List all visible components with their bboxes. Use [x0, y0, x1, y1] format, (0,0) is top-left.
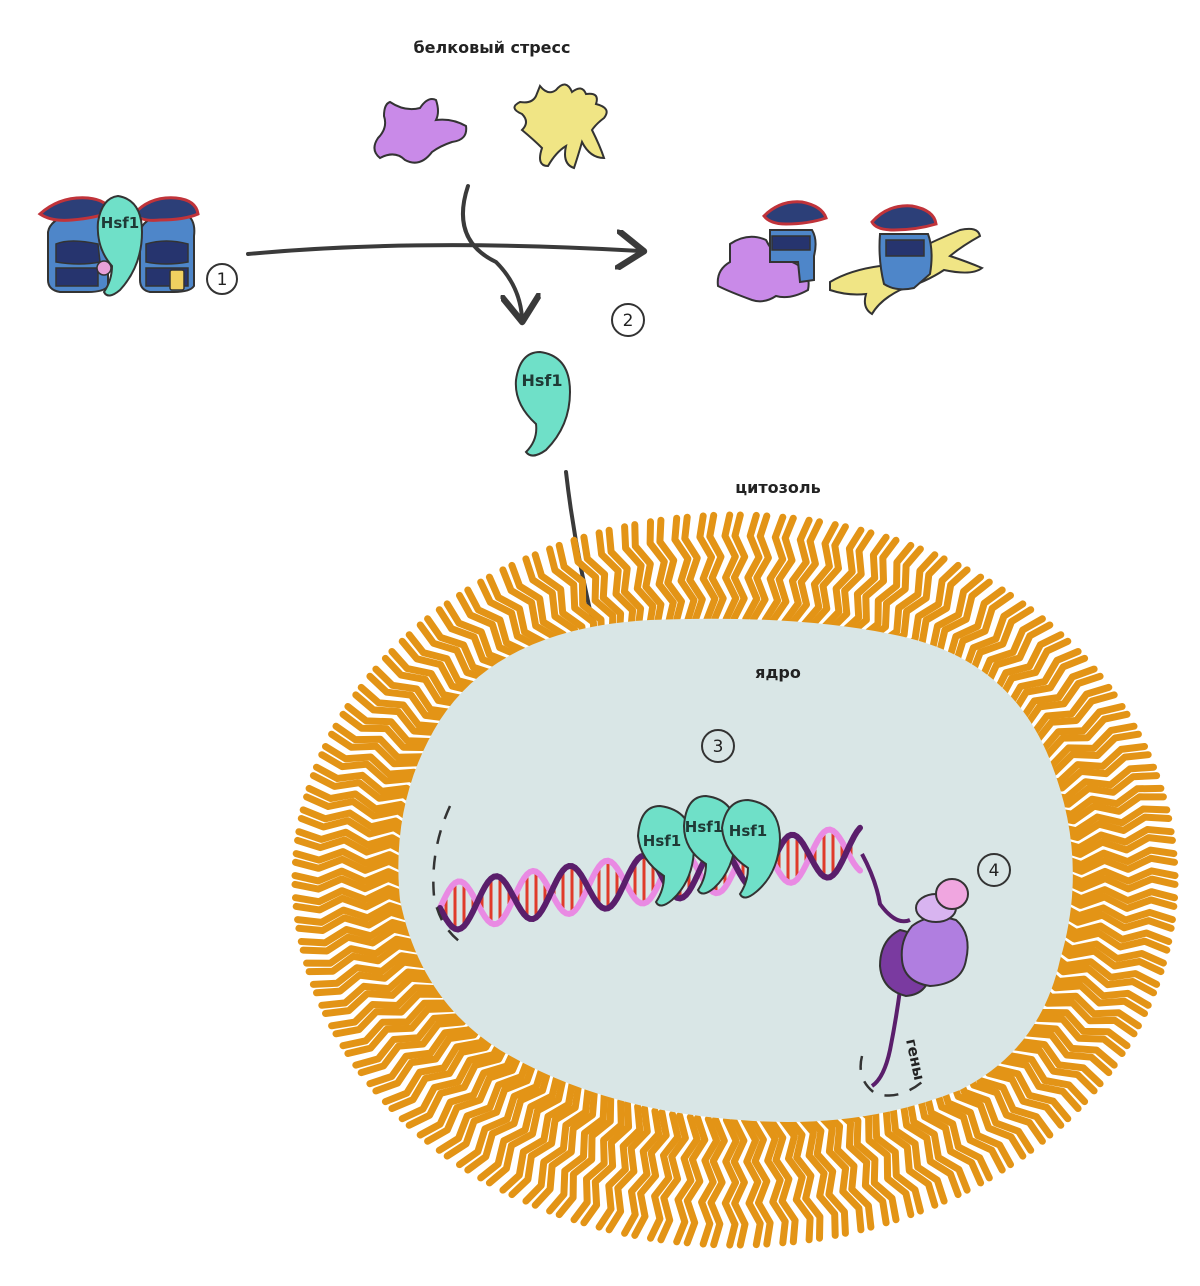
- lipid-tail: [456, 1060, 547, 1169]
- gene-dashed-end: [859, 1055, 923, 1097]
- lipid-tail: [621, 1107, 663, 1237]
- stress-label: белковый стресс: [414, 38, 571, 57]
- cytosol-label: цитозоль: [735, 478, 820, 497]
- dna-dashed-end-left: [432, 805, 467, 948]
- hsf1-free: Hsf1: [514, 350, 572, 457]
- lipid-tail: [605, 1104, 651, 1234]
- nucleus-label: ядро: [755, 663, 801, 682]
- lipid-tail: [388, 1022, 502, 1112]
- lipid-tail: [795, 1111, 839, 1239]
- lipid-tail: [405, 1033, 514, 1129]
- lipid-tail: [766, 1115, 799, 1246]
- arrow-hsf1-release: [460, 184, 522, 318]
- lipid-tail: [647, 1111, 682, 1242]
- lipid-tail: [366, 1006, 487, 1088]
- step-2-marker: 2: [611, 303, 645, 337]
- lipid-tail: [802, 1110, 849, 1237]
- lipid-tail: [555, 1094, 615, 1219]
- svg-text:2: 2: [623, 311, 634, 331]
- hsf1-trimer: Hsf1 Hsf1 Hsf1: [636, 794, 782, 907]
- svg-text:Hsf1: Hsf1: [643, 832, 681, 850]
- lipid-tail: [698, 1115, 721, 1248]
- lipid-tail: [546, 1091, 608, 1215]
- arrow-chaperone-release: [246, 245, 640, 254]
- svg-text:4: 4: [989, 861, 1000, 881]
- lipid-tail: [443, 1054, 539, 1160]
- lipid-tail: [836, 1101, 900, 1224]
- step-4-marker: 4: [977, 853, 1011, 887]
- chaperone-on-purple-protein: [716, 200, 828, 303]
- lipid-tail: [522, 1085, 592, 1205]
- lipid-tail: [424, 1044, 526, 1145]
- lipid-tail: [485, 1072, 568, 1187]
- lipid-tail: [673, 1113, 701, 1246]
- step-1-marker: 1: [206, 263, 238, 295]
- hsf1-label-bound: Hsf1: [101, 214, 139, 232]
- lipid-tail: [595, 1103, 644, 1231]
- lipid-tail: [829, 1103, 890, 1227]
- misfolded-protein-yellow: [513, 83, 608, 170]
- lipid-tail: [846, 1098, 915, 1219]
- lipid-tail: [580, 1100, 633, 1227]
- lipid-tail: [721, 1116, 740, 1249]
- lipid-tail: [631, 1108, 670, 1239]
- hsf1-trimer-right: [720, 798, 782, 899]
- lipid-tail: [707, 1115, 728, 1249]
- svg-text:1: 1: [217, 270, 228, 290]
- svg-text:Hsf1: Hsf1: [685, 818, 723, 836]
- svg-text:Hsf1: Hsf1: [521, 371, 562, 390]
- chaperone-on-yellow-protein: [829, 204, 984, 316]
- dna-strand-b: [437, 826, 863, 928]
- lipid-tail: [372, 1011, 491, 1095]
- lipid-tail: [657, 1112, 689, 1244]
- hsf1-bound: [96, 194, 144, 297]
- lipid-tail: [508, 1080, 583, 1199]
- lipid-tail: [777, 1114, 814, 1244]
- ribosome: [878, 878, 969, 998]
- lipid-tail: [464, 1063, 553, 1174]
- svg-text:Hsf1: Hsf1: [729, 822, 767, 840]
- lipid-tail: [759, 1115, 789, 1247]
- lipid-tail: [748, 1116, 774, 1248]
- svg-text:3: 3: [713, 737, 724, 757]
- lipid-tail: [435, 1050, 534, 1154]
- gene-strand: [870, 989, 902, 1088]
- chaperone-hsf1-complex: Hsf1: [37, 194, 200, 297]
- mrna-strand: [860, 853, 911, 924]
- lipid-tail: [683, 1114, 709, 1247]
- lipid-tail: [730, 1116, 749, 1249]
- lipid-tail: [499, 1077, 577, 1194]
- lipid-tail: [381, 1018, 498, 1106]
- lipid-tail: [416, 1040, 521, 1139]
- lipid-tail: [477, 1069, 562, 1182]
- lipid-tail: [357, 998, 482, 1077]
- lipid-tail: [741, 1116, 764, 1249]
- misfolded-protein-purple: [373, 98, 468, 164]
- lipid-tail: [784, 1113, 824, 1242]
- lipid-tail: [398, 1029, 509, 1123]
- lipid-tail: [570, 1097, 625, 1224]
- lipid-tail: [819, 1106, 875, 1231]
- step-3-marker: 3: [701, 729, 735, 763]
- chaperone-right: [131, 196, 200, 293]
- lipid-tail: [531, 1087, 598, 1209]
- lipid-tail: [812, 1108, 865, 1234]
